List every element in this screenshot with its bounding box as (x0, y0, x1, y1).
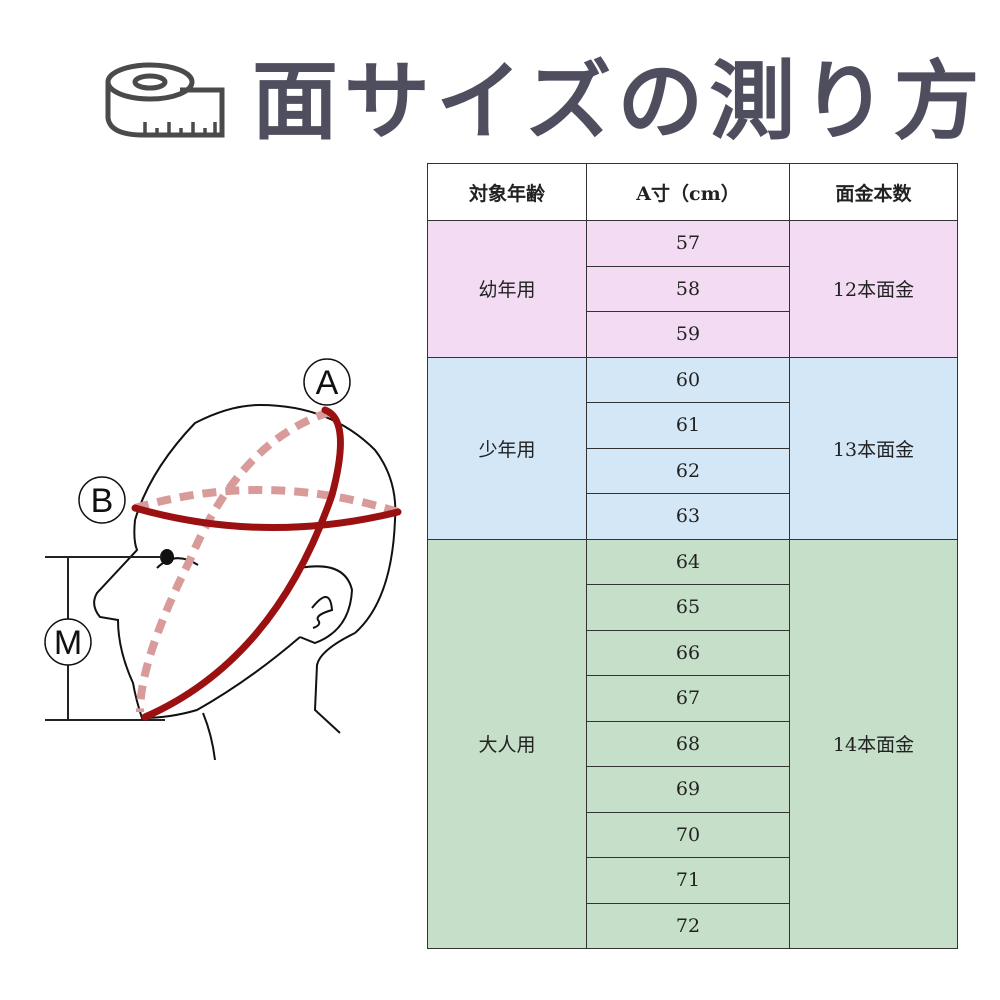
bars-count-cell: 12本面金 (789, 220, 958, 358)
head-outline (93, 403, 397, 761)
a-size-cell: 71 (586, 857, 790, 904)
a-size-cell: 62 (586, 447, 790, 494)
header-bars: 面金本数 (789, 163, 958, 221)
a-size-cell: 63 (586, 493, 790, 540)
a-dashed-line (136, 408, 332, 713)
a-size-cell: 68 (586, 720, 790, 767)
a-size-cell: 70 (586, 811, 790, 858)
a-size-cell: 66 (586, 629, 790, 676)
b-dashed-line (133, 485, 400, 516)
label-a: A (303, 358, 351, 406)
a-size-cell: 67 (586, 675, 790, 722)
a-size-cell: 61 (586, 402, 790, 449)
measuring-tape-icon (105, 62, 225, 138)
page-title: 面サイズの測り方 (252, 52, 986, 152)
a-size-cell: 60 (586, 356, 790, 403)
header-age: 対象年齢 (427, 163, 587, 221)
svg-text:B: B (91, 482, 114, 520)
a-size-cell: 69 (586, 766, 790, 813)
bars-count-cell: 13本面金 (789, 356, 958, 540)
svg-text:M: M (54, 624, 82, 662)
age-group-cell: 大人用 (427, 538, 587, 949)
a-size-cell: 57 (586, 220, 790, 267)
age-group-cell: 幼年用 (427, 220, 587, 358)
a-size-cell: 58 (586, 265, 790, 312)
svg-text:A: A (316, 364, 339, 402)
eye (160, 549, 174, 565)
a-size-cell: 59 (586, 311, 790, 358)
age-group-cell: 少年用 (427, 356, 587, 540)
header-a-size: A寸（cm） (586, 163, 790, 221)
a-size-cell: 65 (586, 584, 790, 631)
a-solid-line (141, 406, 344, 721)
table-header-row: 対象年齢 A寸（cm） 面金本数 (427, 163, 958, 221)
b-solid-line (131, 504, 402, 532)
label-m: M (44, 618, 92, 666)
a-size-cell: 64 (586, 538, 790, 585)
label-b: B (78, 476, 126, 524)
bars-count-cell: 14本面金 (789, 538, 958, 949)
a-size-cell: 72 (586, 902, 790, 949)
